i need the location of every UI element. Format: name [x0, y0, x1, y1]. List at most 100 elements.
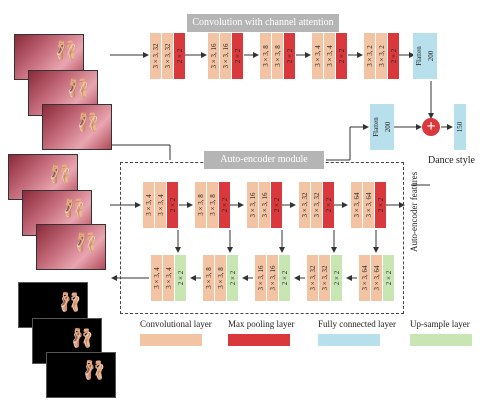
encoder.bottom_blocks-block-4-layer-2: 2 × 2	[383, 255, 394, 301]
legend-ups-label: Up-sample layer	[410, 319, 470, 329]
attention.blocks-block-3-layer-0: 3 × 3, 4	[312, 33, 323, 79]
encoder.top_blocks-block-2-layer-0: 3 × 3, 16	[247, 182, 258, 228]
legend-conv-swatch	[140, 334, 202, 346]
layer-label: 3 × 3, 16	[209, 43, 218, 69]
encoder-image-3: 🩰	[36, 224, 106, 270]
layer-label: 3 × 3, 4	[325, 45, 334, 67]
layer-label: 2 × 2	[389, 48, 398, 64]
encoder.top_blocks-block-4-layer-2: 2 × 2	[375, 182, 386, 228]
layer-label: 2 × 2	[175, 48, 184, 64]
attention.blocks-block-3-layer-1: 3 × 3, 4	[324, 33, 335, 79]
encoder.bottom_blocks-block-0-layer-1: 3 × 3, 4	[163, 255, 174, 301]
encoder.top_blocks-block-3-layer-2: 2 × 2	[323, 182, 334, 228]
encoder.top_blocks-block-4-layer-1: 3 × 3, 64	[363, 182, 374, 228]
layer-label: 3 × 3, 4	[313, 45, 322, 67]
layer-label: 3 × 3, 2	[377, 45, 386, 67]
encoder.bottom_blocks-block-3-layer-0: 3 × 3, 32	[307, 255, 318, 301]
encoder.bottom_blocks-block-2-layer-0: 3 × 3, 16	[255, 255, 266, 301]
input-image-3: 🩰	[42, 104, 112, 150]
encoder.bottom_blocks-block-1-layer-0: 3 × 3, 8	[203, 255, 214, 301]
layer-label: 3 × 3, 64	[352, 192, 361, 218]
layer-label: 2 × 2	[280, 270, 289, 286]
layer-label: 3 × 3, 16	[268, 265, 277, 291]
layer-label: 3 × 3, 64	[360, 265, 369, 291]
layer-label: 2 × 2	[176, 270, 185, 286]
encoder.top_blocks-block-1-layer-1: 3 × 3, 8	[207, 182, 218, 228]
layer-label: 3 × 3, 4	[156, 194, 165, 216]
layer-label: 2 × 2	[220, 197, 229, 213]
layer-label: 3 × 3, 64	[364, 192, 373, 218]
layer-label: 3 × 3, 8	[208, 194, 217, 216]
attention-fc-label: 200	[427, 50, 435, 62]
layer-label: 3 × 3, 2	[365, 45, 374, 67]
layer-label: 3 × 3, 4	[152, 267, 161, 289]
encoder.top_blocks-block-1-layer-2: 2 × 2	[219, 182, 230, 228]
layer-label: 2 × 2	[228, 270, 237, 286]
attention.blocks-block-1-layer-2: 2 × 2	[232, 33, 243, 79]
layer-label: 2 × 2	[324, 197, 333, 213]
encoder.top_blocks-block-1-layer-0: 3 × 3, 8	[195, 182, 206, 228]
legend-pool-swatch	[228, 334, 290, 346]
layer-label: 3 × 3, 8	[273, 45, 282, 67]
legend-pool-label: Max pooling layer	[228, 319, 295, 329]
encoder.bottom_blocks-block-0-layer-2: 2 × 2	[175, 255, 186, 301]
fusion-fc1-label: 200	[384, 121, 392, 133]
encoder.bottom_blocks-block-3-layer-1: 3 × 3, 32	[319, 255, 330, 301]
output-label: Dance style	[428, 155, 475, 166]
attention-flatten: Flatten	[413, 33, 425, 79]
attention.blocks-block-3-layer-2: 2 × 2	[336, 33, 347, 79]
output-mask-3: 🩰	[46, 352, 116, 398]
encoder.top_blocks-block-2-layer-2: 2 × 2	[271, 182, 282, 228]
add-operator-icon: +	[422, 118, 440, 136]
layer-label: 3 × 3, 8	[261, 45, 270, 67]
encoder.top_blocks-block-0-layer-0: 3 × 3, 4	[143, 182, 154, 228]
layer-label: 3 × 3, 32	[163, 43, 172, 69]
encoder.top_blocks-block-3-layer-1: 3 × 3, 32	[311, 182, 322, 228]
encoder.top_blocks-block-0-layer-1: 3 × 3, 4	[155, 182, 166, 228]
layer-label: 2 × 2	[233, 48, 242, 64]
legend-fc-label: Fully connected layer	[318, 319, 396, 329]
encoder.bottom_blocks-block-3-layer-2: 2 × 2	[331, 255, 342, 301]
legend-conv-label: Convolutional layer	[140, 319, 212, 329]
attention.blocks-block-2-layer-1: 3 × 3, 8	[272, 33, 283, 79]
layer-label: 3 × 3, 64	[372, 265, 381, 291]
layer-label: 3 × 3, 16	[248, 192, 257, 218]
fusion-fc2-label: 150	[456, 121, 464, 133]
encoder.bottom_blocks-block-2-layer-2: 2 × 2	[279, 255, 290, 301]
layer-label: 2 × 2	[168, 197, 177, 213]
attention.blocks-block-0-layer-1: 3 × 3, 32	[162, 33, 173, 79]
legend-fc-swatch	[318, 334, 380, 346]
fusion-fc-200: 200	[382, 104, 394, 150]
layer-label: 2 × 2	[376, 197, 385, 213]
fusion-flatten-label: Flatten	[372, 117, 380, 137]
attention.blocks-block-1-layer-1: 3 × 3, 16	[220, 33, 231, 79]
encoder.bottom_blocks-block-4-layer-1: 3 × 3, 64	[371, 255, 382, 301]
encoder-features-label: Auto-encoder features	[409, 171, 419, 252]
attention.blocks-block-4-layer-1: 3 × 3, 2	[376, 33, 387, 79]
layer-label: 3 × 3, 32	[151, 43, 160, 69]
attention-title: Convolution with channel attention	[187, 14, 339, 32]
layer-label: 2 × 2	[285, 48, 294, 64]
attention.blocks-block-2-layer-0: 3 × 3, 8	[260, 33, 271, 79]
attention.blocks-block-2-layer-2: 2 × 2	[284, 33, 295, 79]
encoder.bottom_blocks-block-1-layer-1: 3 × 3, 8	[215, 255, 226, 301]
encoder.top_blocks-block-0-layer-2: 2 × 2	[167, 182, 178, 228]
attention.blocks-block-1-layer-0: 3 × 3, 16	[208, 33, 219, 79]
encoder.bottom_blocks-block-1-layer-2: 2 × 2	[227, 255, 238, 301]
layer-label: 3 × 3, 8	[204, 267, 213, 289]
fusion-fc-150: 150	[454, 104, 466, 150]
layer-label: 3 × 3, 32	[308, 265, 317, 291]
layer-label: 3 × 3, 32	[312, 192, 321, 218]
fusion-flatten: Flatten	[370, 104, 382, 150]
encoder.bottom_blocks-block-2-layer-1: 3 × 3, 16	[267, 255, 278, 301]
legend-ups-swatch	[410, 334, 472, 346]
encoder-title: Auto-encoder module	[204, 151, 324, 169]
attention.blocks-block-4-layer-2: 2 × 2	[388, 33, 399, 79]
layer-label: 3 × 3, 8	[216, 267, 225, 289]
encoder.top_blocks-block-4-layer-0: 3 × 3, 64	[351, 182, 362, 228]
layer-label: 3 × 3, 16	[256, 265, 265, 291]
encoder.top_blocks-block-3-layer-0: 3 × 3, 32	[299, 182, 310, 228]
layer-label: 3 × 3, 16	[221, 43, 230, 69]
encoder.bottom_blocks-block-0-layer-0: 3 × 3, 4	[151, 255, 162, 301]
